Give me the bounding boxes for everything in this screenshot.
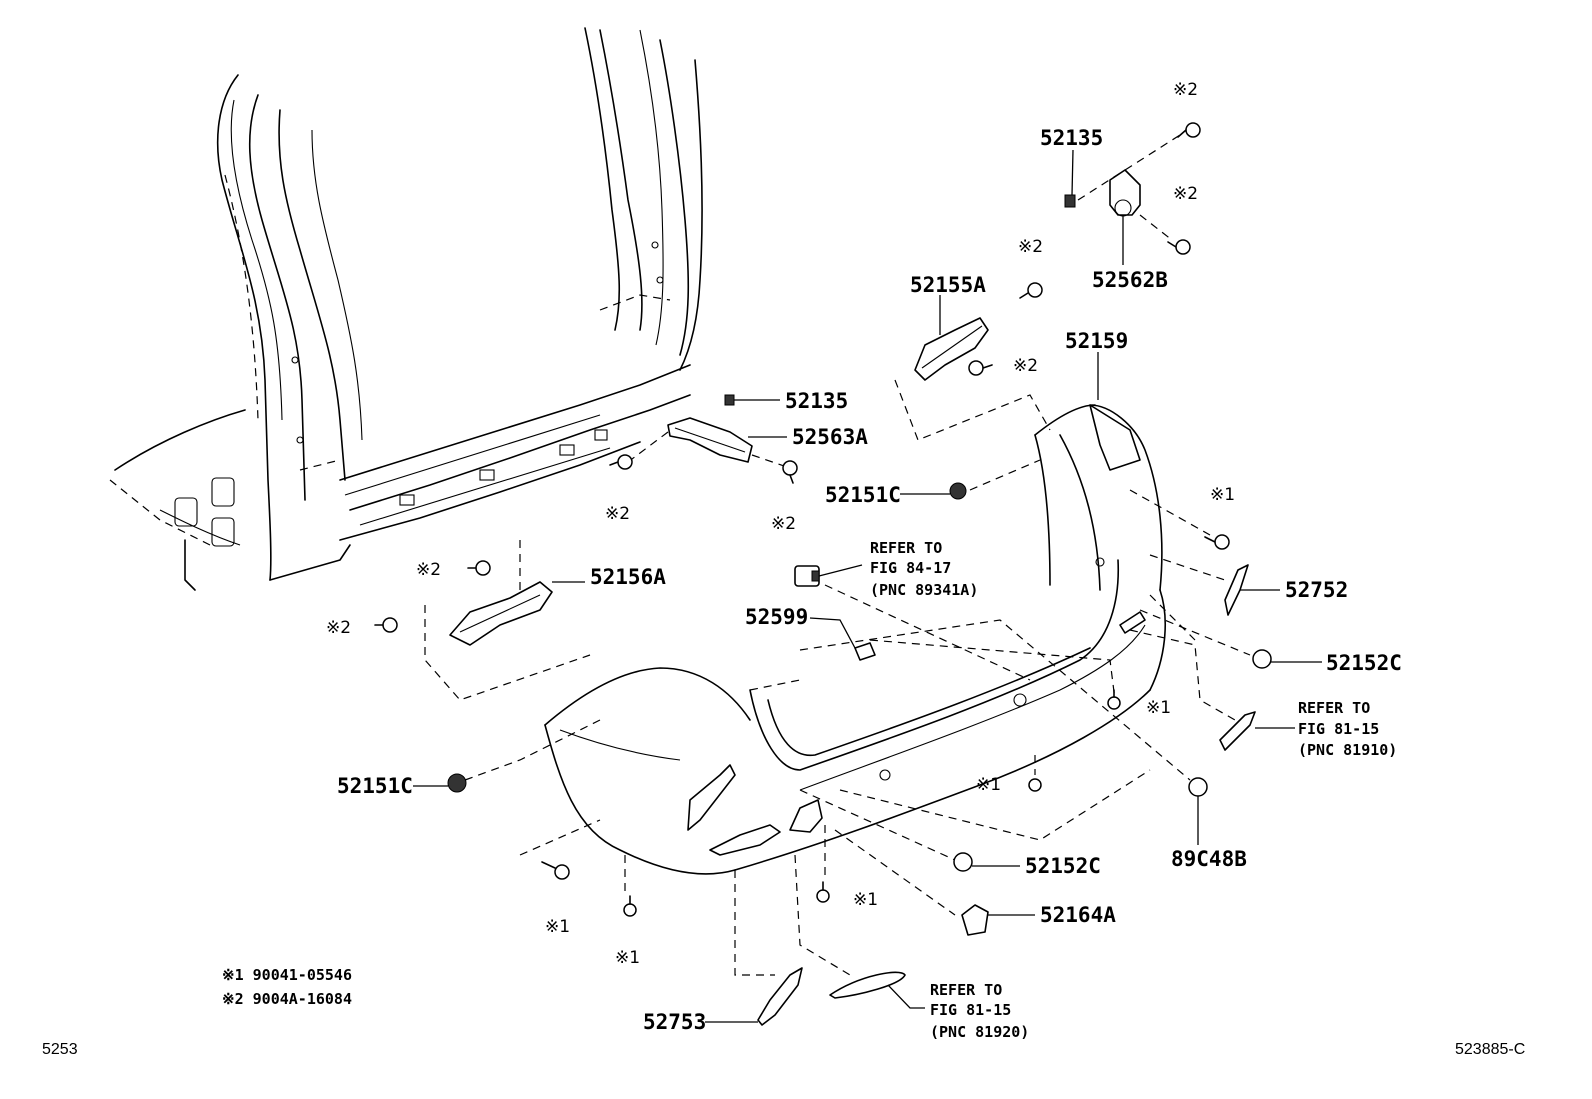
clip-icon <box>1252 649 1272 669</box>
screw-icon <box>1019 282 1043 299</box>
label-89C48B: 89C48B <box>1171 847 1247 871</box>
body-panel-structure <box>109 27 703 591</box>
svg-text:FIG 84-17: FIG 84-17 <box>870 559 951 577</box>
svg-text:REFER TO: REFER TO <box>870 539 942 557</box>
mark-1: ※1 <box>1210 485 1235 505</box>
fastener-marks: ※2 ※2 ※2 ※2 ※2 ※2 ※2 ※2 ※1 ※1 ※1 ※1 ※1 ※… <box>326 80 1235 968</box>
legend-line-2: ※2 9004A-16084 <box>222 990 352 1008</box>
label-52152C-bottom: 52152C <box>1025 854 1101 878</box>
nut-icon <box>447 773 467 793</box>
nut-icon <box>949 482 967 500</box>
screw-icon <box>782 460 798 484</box>
svg-text:REFER TO: REFER TO <box>930 981 1002 999</box>
bracket-52562B <box>1077 134 1181 241</box>
bumper-cover-52159 <box>544 404 1166 875</box>
ref-note-right: REFER TO FIG 81-15 (PNC 81910) <box>1298 699 1397 759</box>
label-52135-top: 52135 <box>1040 126 1103 150</box>
mark-2: ※2 <box>771 514 796 534</box>
sensor-icon <box>1188 777 1208 797</box>
footer-left: 5253 <box>42 1041 78 1058</box>
label-52562B: 52562B <box>1092 268 1168 292</box>
reference-notes: REFER TO FIG 84-17 (PNC 89341A) REFER TO… <box>870 539 1397 1041</box>
ref-note-bottom: REFER TO FIG 81-15 (PNC 81920) <box>930 981 1029 1041</box>
mark-2: ※2 <box>1173 184 1198 204</box>
mark-2: ※2 <box>416 560 441 580</box>
label-52159: 52159 <box>1065 329 1128 353</box>
svg-text:FIG 81-15: FIG 81-15 <box>930 1001 1011 1019</box>
svg-text:(PNC 89341A): (PNC 89341A) <box>870 581 978 599</box>
bolt-icon <box>1107 689 1121 710</box>
leader-lines <box>413 149 1322 1023</box>
screw-icon <box>1167 239 1191 255</box>
legend: ※1 90041-05546 ※2 9004A-16084 <box>222 966 352 1008</box>
screw-icon <box>968 360 993 376</box>
part-labels: 52135 52562B 52155A 52159 52135 52563A 5… <box>337 126 1402 1034</box>
mark-2: ※2 <box>326 618 351 638</box>
reflector-icon <box>1219 711 1256 751</box>
mark-1: ※1 <box>545 917 570 937</box>
clip-icon <box>724 394 735 406</box>
label-52152C-right: 52152C <box>1326 651 1402 675</box>
screw-icon <box>467 560 491 576</box>
mark-2: ※2 <box>1013 356 1038 376</box>
bolt-icon <box>816 881 830 903</box>
reflector-icon <box>757 967 803 1026</box>
label-52155A: 52155A <box>910 273 986 297</box>
ref-note-upper: REFER TO FIG 84-17 (PNC 89341A) <box>870 539 978 599</box>
svg-text:(PNC 81920): (PNC 81920) <box>930 1023 1029 1041</box>
cap-icon <box>961 904 989 936</box>
screw-icon <box>1177 122 1201 138</box>
label-52599: 52599 <box>745 605 808 629</box>
bracket-icon <box>854 642 876 661</box>
assembly-lines <box>464 459 1251 976</box>
reflector-icon <box>829 971 906 999</box>
screw-icon <box>609 454 633 470</box>
screw-icon <box>374 617 398 633</box>
label-52156A: 52156A <box>590 565 666 589</box>
bolt-icon <box>1028 778 1042 792</box>
label-52151C-left: 52151C <box>337 774 413 798</box>
bolt-icon <box>541 861 570 880</box>
label-52752: 52752 <box>1285 578 1348 602</box>
bolt-icon <box>623 895 637 917</box>
bracket-52156A <box>424 540 591 701</box>
clip-icon <box>953 852 973 872</box>
mark-2: ※2 <box>1173 80 1198 100</box>
mark-2: ※2 <box>605 504 630 524</box>
bracket-52563A <box>627 417 791 469</box>
fasteners <box>374 122 1272 1026</box>
label-52563A: 52563A <box>792 425 868 449</box>
legend-line-1: ※1 90041-05546 <box>222 966 352 984</box>
mark-1: ※1 <box>1146 698 1171 718</box>
connector-icon <box>794 565 820 587</box>
label-52135-mid: 52135 <box>785 389 848 413</box>
mark-1: ※1 <box>976 775 1001 795</box>
svg-text:REFER TO: REFER TO <box>1298 699 1370 717</box>
bolt-icon <box>1204 534 1230 550</box>
clip-icon <box>1064 194 1076 208</box>
bracket-52155A <box>894 317 1051 441</box>
mark-2: ※2 <box>1018 237 1043 257</box>
svg-text:FIG 81-15: FIG 81-15 <box>1298 720 1379 738</box>
svg-text:(PNC 81910): (PNC 81910) <box>1298 741 1397 759</box>
label-52164A: 52164A <box>1040 903 1116 927</box>
reflector-icon <box>1224 564 1249 616</box>
label-52151C-right: 52151C <box>825 483 901 507</box>
label-52753: 52753 <box>643 1010 706 1034</box>
mark-1: ※1 <box>615 948 640 968</box>
mark-1: ※1 <box>853 890 878 910</box>
footer-right: 523885-C <box>1455 1041 1525 1058</box>
